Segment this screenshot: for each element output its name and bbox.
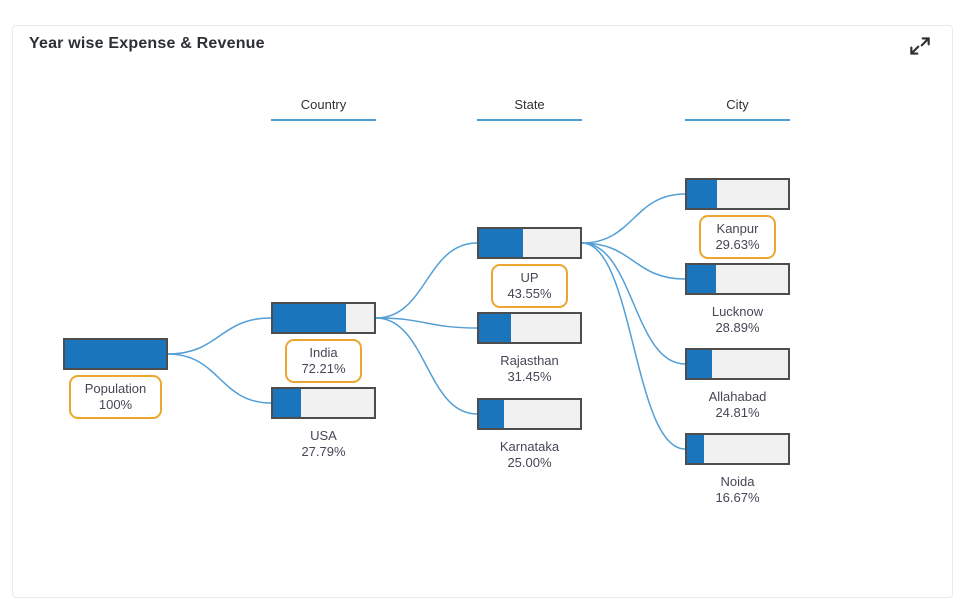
node-bar-fill-kanpur bbox=[687, 180, 717, 208]
node-bar-allahabad[interactable] bbox=[685, 348, 790, 380]
node-bar-kanpur[interactable] bbox=[685, 178, 790, 210]
node-name-text: Noida bbox=[720, 474, 755, 489]
node-bar-usa[interactable] bbox=[271, 387, 376, 419]
node-name-text: USA bbox=[310, 428, 337, 443]
node-bar-fill-population bbox=[65, 340, 166, 368]
node-bar-fill-india bbox=[273, 304, 346, 332]
column-header-country: Country bbox=[271, 97, 376, 121]
node-bar-fill-usa bbox=[273, 389, 302, 417]
node-name-text: Karnataka bbox=[499, 439, 560, 454]
node-bar-up[interactable] bbox=[477, 227, 582, 259]
node-bar-fill-noida bbox=[687, 435, 704, 463]
node-value-text: 25.00% bbox=[507, 455, 552, 470]
node-bar-fill-allahabad bbox=[687, 350, 713, 378]
node-value-text: 72.21% bbox=[301, 361, 346, 376]
node-value-text: 29.63% bbox=[715, 237, 760, 252]
node-bar-fill-karnataka bbox=[479, 400, 505, 428]
node-value-text: 16.67% bbox=[715, 490, 760, 505]
node-name-text: Rajasthan bbox=[500, 353, 559, 368]
node-bar-population[interactable] bbox=[63, 338, 168, 370]
node-value-text: 24.81% bbox=[715, 405, 760, 420]
node-value-text: 27.79% bbox=[301, 444, 346, 459]
node-bar-fill-up bbox=[479, 229, 523, 257]
node-name-text: Allahabad bbox=[708, 389, 767, 404]
node-name-text: India bbox=[309, 345, 338, 360]
node-name-text: Lucknow bbox=[711, 304, 764, 319]
node-bar-noida[interactable] bbox=[685, 433, 790, 465]
node-value-text: 43.55% bbox=[507, 286, 552, 301]
node-bar-fill-lucknow bbox=[687, 265, 717, 293]
node-bar-karnataka[interactable] bbox=[477, 398, 582, 430]
node-name-text: UP bbox=[520, 270, 539, 285]
node-bar-fill-rajasthan bbox=[479, 314, 511, 342]
column-header-city: City bbox=[685, 97, 790, 121]
node-bar-lucknow[interactable] bbox=[685, 263, 790, 295]
node-bar-rajasthan[interactable] bbox=[477, 312, 582, 344]
expand-icon[interactable] bbox=[904, 31, 936, 63]
column-header-state: State bbox=[477, 97, 582, 121]
expand-arrows-glyph bbox=[910, 37, 930, 55]
node-name-text: Population bbox=[84, 381, 147, 396]
node-value-text: 100% bbox=[98, 397, 133, 412]
chart-title: Year wise Expense & Revenue bbox=[29, 35, 265, 52]
node-value-text: 31.45% bbox=[507, 369, 552, 384]
node-value-text: 28.89% bbox=[715, 320, 760, 335]
node-bar-india[interactable] bbox=[271, 302, 376, 334]
node-name-text: Kanpur bbox=[716, 221, 759, 236]
